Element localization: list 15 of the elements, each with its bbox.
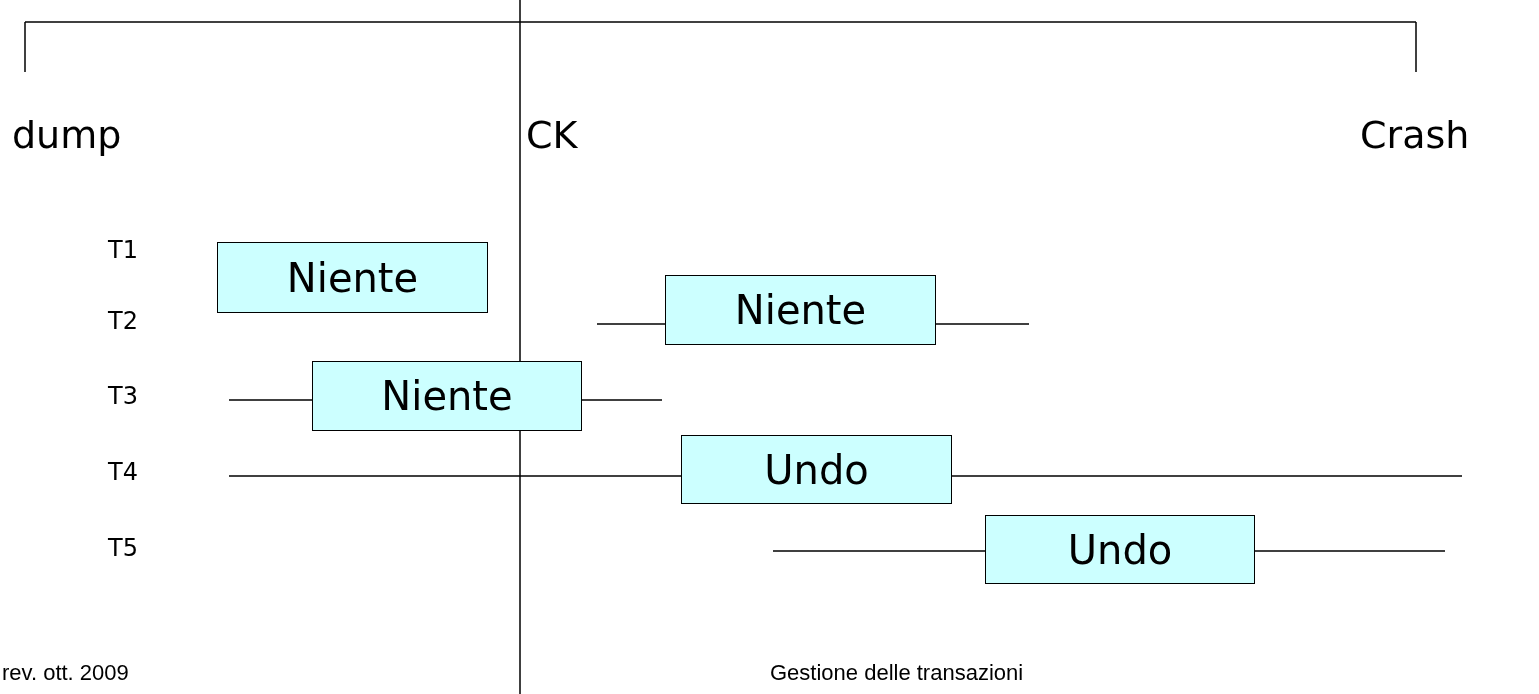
transaction-label: T5 — [108, 536, 138, 560]
action-box: Niente — [312, 361, 582, 431]
transaction-label: T2 — [108, 309, 138, 333]
transaction-label: T4 — [108, 460, 138, 484]
action-box: Niente — [665, 275, 936, 345]
footer-text: Gestione delle transazioni — [770, 662, 1024, 684]
transaction-label: T3 — [108, 384, 138, 408]
time-label: Crash — [1360, 116, 1470, 154]
footer-text: rev. ott. 2009 — [2, 662, 129, 684]
time-label: dump — [12, 116, 122, 154]
transaction-label: T1 — [108, 238, 138, 262]
action-box: Niente — [217, 242, 488, 313]
action-box: Undo — [681, 435, 952, 504]
time-label: CK — [526, 116, 578, 154]
action-box: Undo — [985, 515, 1255, 584]
